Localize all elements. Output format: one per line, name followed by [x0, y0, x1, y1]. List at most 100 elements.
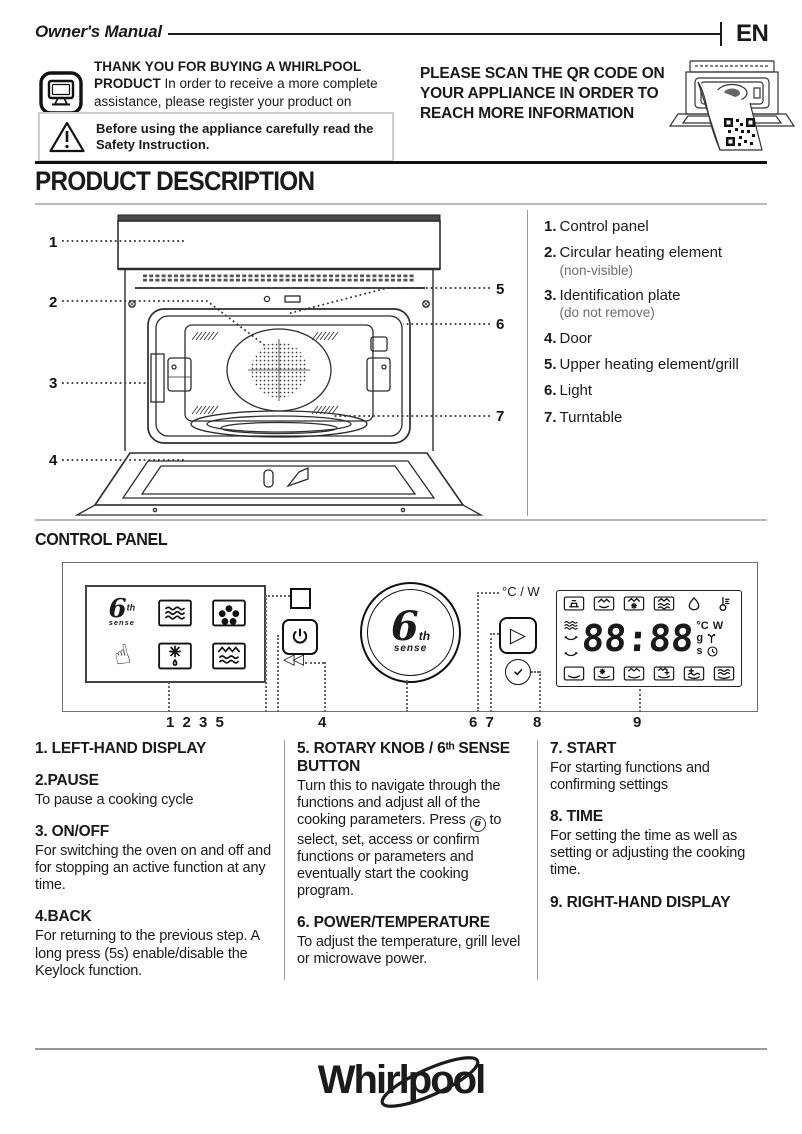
cp-callout-9: 9: [633, 714, 644, 731]
safety-notice: Before using the appliance carefully rea…: [38, 112, 394, 162]
callout-3: 3: [49, 375, 57, 392]
on-off-button[interactable]: [282, 619, 318, 655]
legend-heading: 8. TIME: [550, 808, 603, 826]
legend: 1. LEFT-HAND DISPLAY 2.PAUSE To pause a …: [35, 740, 783, 980]
thanks-body: In order to receive a more complete assi…: [94, 76, 378, 109]
warning-triangle-icon: [48, 120, 86, 154]
leader-line: [531, 671, 539, 673]
bake-icon: [563, 666, 585, 681]
list-item: 3.Identification plate(do not remove): [544, 287, 681, 321]
legend-heading: 6. POWER/TEMPERATURE: [297, 914, 490, 932]
list-item: 7.Turntable: [544, 408, 623, 426]
play-icon: ▷: [509, 624, 527, 647]
doc-title: Owner's Manual: [35, 22, 162, 41]
sixth-sense-knob-icon: 6: [469, 815, 486, 832]
legend-heading: 3. ON/OFF: [35, 823, 109, 841]
header-rule: [168, 33, 720, 35]
time-button[interactable]: [505, 659, 531, 685]
callout-2: 2: [49, 294, 57, 311]
list-item: 4.Door: [544, 329, 593, 347]
list-item: 1.Control panel: [544, 218, 649, 235]
grill-icon: [593, 596, 615, 611]
power-icon: [290, 627, 310, 647]
section-rule-top: [35, 161, 767, 164]
control-panel-heading: CONTROL PANEL: [35, 529, 168, 549]
leader-line: [168, 682, 170, 712]
gray-rule-1: [35, 203, 767, 205]
callout-4: 4: [49, 452, 58, 469]
thanks-title: THANK YOU FOR BUYING A WHIRLPOOL PRODUCT: [94, 59, 362, 92]
legend-col-3: 7. START For starting functions and conf…: [537, 740, 783, 980]
gray-rule-2: [35, 519, 767, 521]
leader-line: [539, 671, 541, 712]
unit-grams: g: [696, 632, 704, 645]
leader-line: [477, 592, 479, 712]
start-button[interactable]: ▷: [499, 617, 537, 654]
grill-fan-icon: [653, 596, 675, 611]
unit-celsius: °C: [696, 619, 709, 632]
parts-list: 1.Control panel 2.Circular heating eleme…: [527, 210, 777, 516]
leader-line: [265, 595, 267, 712]
legend-col-2: 5. ROTARY KNOB / 6ᵗʰ SENSE BUTTON Turn t…: [284, 740, 537, 980]
cp-callout-8: 8: [533, 714, 544, 731]
legend-heading: 1. LEFT-HAND DISPLAY: [35, 740, 207, 757]
legend-heading: 5. ROTARY KNOB / 6ᵗʰ SENSE BUTTON: [297, 740, 510, 775]
food-thermometer-icon: [713, 596, 735, 611]
microwave-icon: [158, 599, 193, 627]
turbo-grill-bake-icon: [653, 666, 675, 681]
cp-callout-67: 6 7: [469, 714, 496, 731]
list-item: 5.Upper heating element/grill: [544, 356, 739, 374]
leader-line: [324, 662, 326, 712]
qr-callout: PLEASE SCAN THE QR CODE ON YOUR APPLIANC…: [420, 65, 665, 123]
brand-logo: Whirlpool: [0, 1056, 802, 1108]
unit-seconds: s: [696, 644, 703, 657]
fan-icon: [212, 599, 246, 627]
callout-7: 7: [496, 408, 504, 425]
turbo-grill-icon: [623, 596, 645, 611]
leader-line: [490, 633, 492, 712]
knob-sense: sense: [393, 643, 428, 654]
appliance-qr-illustration: [668, 58, 796, 165]
callout-6: 6: [496, 316, 504, 333]
keep-warm-icon: [563, 596, 585, 611]
leader-line: [406, 680, 408, 712]
safety-text: Before using the appliance carefully rea…: [96, 121, 374, 152]
footer-rule: [35, 1048, 767, 1050]
legend-heading: 9. RIGHT-HAND DISPLAY: [550, 893, 731, 911]
back-button[interactable]: ◁◁: [283, 651, 304, 668]
timer-icon: [706, 646, 718, 657]
list-item: 6.Light: [544, 382, 593, 400]
leader-line: [265, 595, 290, 597]
callout-5: 5: [496, 281, 504, 298]
microwave-indicator-icon: [563, 619, 579, 631]
dough-rising-icon: [683, 596, 705, 611]
fan-bake-icon: [593, 666, 615, 681]
temp-watt-label: °C / W: [502, 584, 540, 599]
legend-heading: 2.PAUSE: [35, 772, 99, 789]
leader-line: [490, 633, 499, 635]
portions-icon: [707, 633, 716, 644]
defrost-icon: [158, 642, 193, 670]
clock-icon: [511, 665, 525, 679]
list-item: 2.Circular heating element(non-visible): [544, 244, 723, 278]
cp-callout-1235: 1 2 3 5: [166, 714, 226, 731]
leader-line: [477, 592, 499, 594]
manual-icon: ☝: [110, 638, 134, 673]
callout-1: 1: [49, 234, 57, 251]
legend-heading: 4.BACK: [35, 908, 92, 926]
leader-line: [305, 662, 324, 664]
grill-bake-icon: [623, 666, 645, 681]
legend-col-1: 1. LEFT-HAND DISPLAY 2.PAUSE To pause a …: [35, 740, 272, 979]
brand-wordmark: Whirlpool: [317, 1058, 486, 1102]
lower-heat-icon: [563, 647, 579, 659]
leader-line: [277, 635, 279, 712]
pause-button[interactable]: [290, 588, 311, 609]
knob-six: 6: [390, 603, 419, 650]
display-digits: 88:88: [580, 616, 695, 660]
legend-heading: 7. START: [550, 740, 617, 757]
